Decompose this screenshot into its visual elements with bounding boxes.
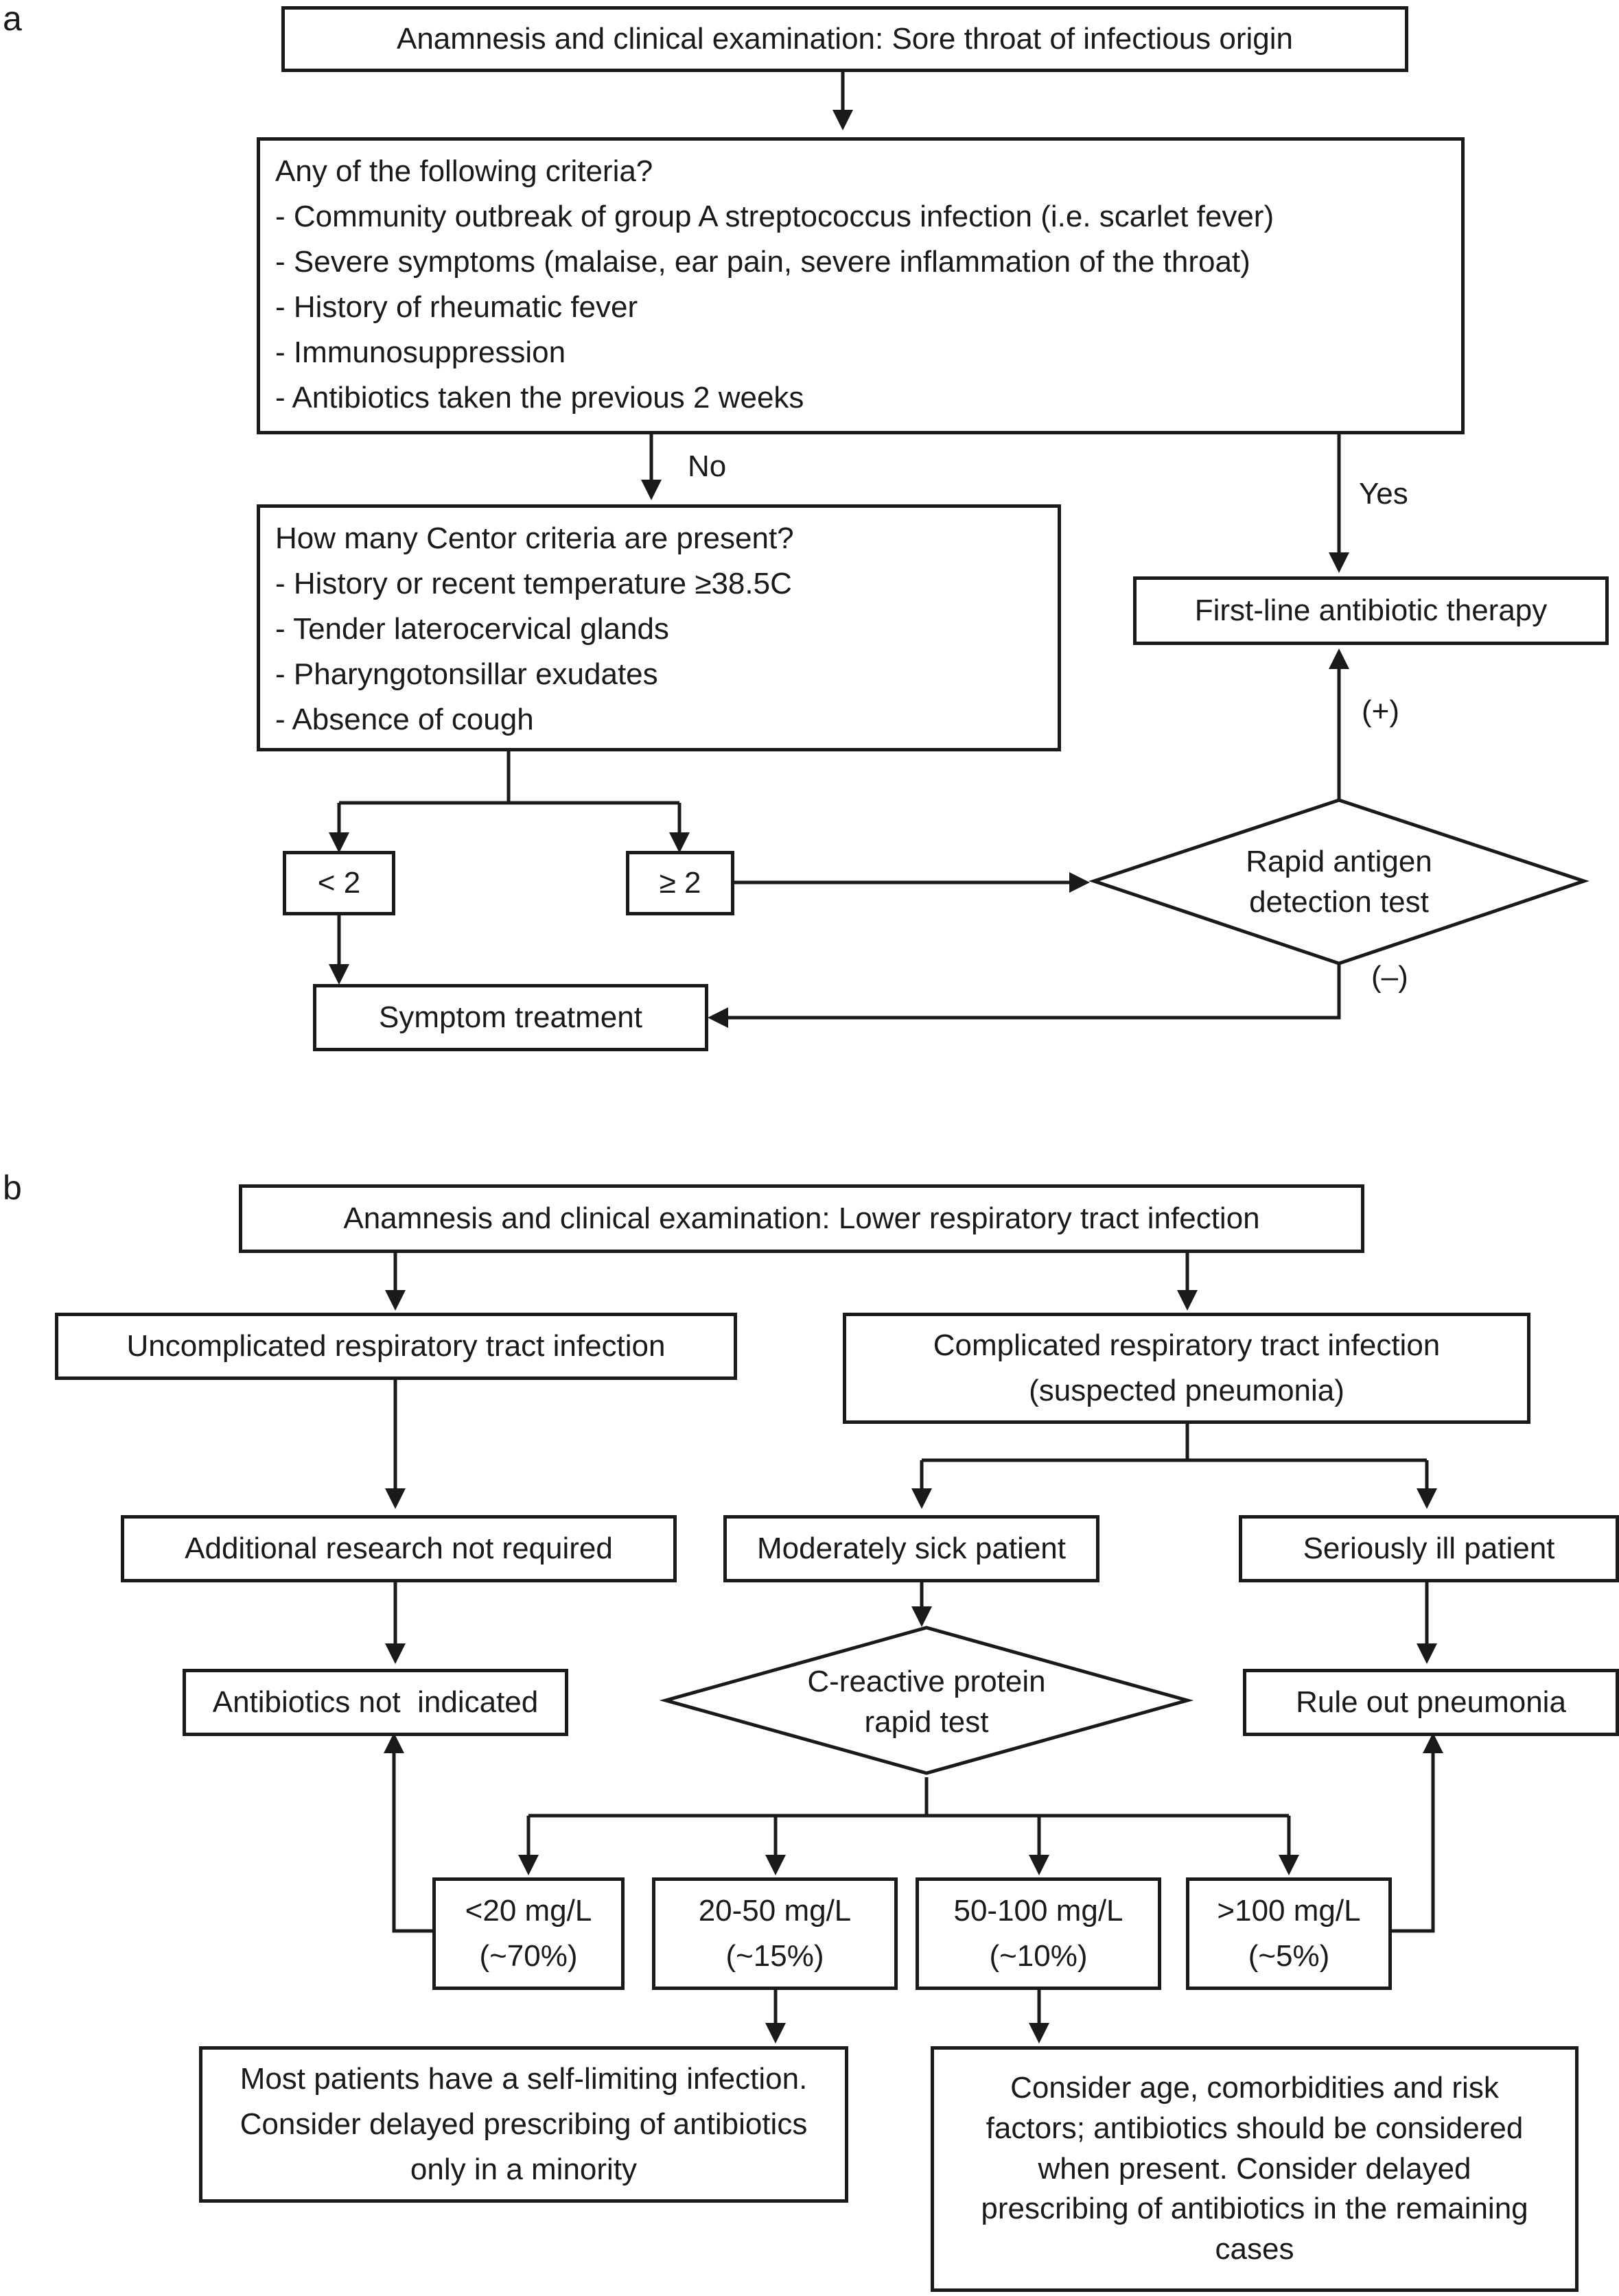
crp-test-diamond — [659, 1626, 1194, 1775]
centor-ge2-node: ≥ 2 — [626, 851, 734, 915]
crp-bin-lt20-node: <20 mg/L (~70%) — [432, 1877, 625, 1990]
rule-out-pneumonia-text: Rule out pneumonia — [1296, 1685, 1566, 1719]
criteria-title: Any of the following criteria? — [275, 154, 653, 188]
criteria-item: - Severe symptoms (malaise, ear pain, se… — [275, 245, 1250, 279]
panel-b-label: b — [3, 1169, 22, 1207]
crp-bin-range: 20-50 mg/L — [698, 1894, 852, 1928]
panel-a-label: a — [3, 0, 22, 38]
centor-lt2-node: < 2 — [283, 851, 395, 915]
crp-bin-share: (~5%) — [1248, 1939, 1330, 1973]
edge-label-yes: Yes — [1359, 477, 1408, 511]
centor-lt2-text: < 2 — [317, 866, 361, 900]
moderately-sick-node: Moderately sick patient — [723, 1515, 1099, 1582]
moderately-sick-text: Moderately sick patient — [757, 1532, 1066, 1565]
start-node-text: Anamnesis and clinical examination: Sore… — [396, 22, 1294, 56]
crp-bin-range: >100 mg/L — [1217, 1894, 1361, 1928]
centor-item: - Tender laterocervical glands — [275, 612, 669, 646]
criteria-node: Any of the following criteria? - Communi… — [257, 137, 1465, 434]
centor-title: How many Centor criteria are present? — [275, 522, 794, 555]
uncomplicated-text: Uncomplicated respiratory tract infectio… — [126, 1329, 666, 1363]
antibiotics-not-indicated-node: Antibiotics not indicated — [183, 1669, 568, 1736]
criteria-item: - Antibiotics taken the previous 2 weeks — [275, 381, 804, 414]
seriously-ill-node: Seriously ill patient — [1239, 1515, 1619, 1582]
centor-item: - History or recent temperature ≥38.5C — [275, 567, 792, 600]
rapid-test-diamond — [1088, 798, 1589, 965]
crp-bin-20-50-node: 20-50 mg/L (~15%) — [652, 1877, 898, 1990]
rapid-test-line: Rapid antigen — [1246, 844, 1432, 878]
criteria-item: - History of rheumatic fever — [275, 290, 638, 324]
crp-bin-share: (~10%) — [989, 1939, 1088, 1973]
edge-label-negative: (–) — [1371, 960, 1408, 994]
first-line-antibiotic-node: First-line antibiotic therapy — [1133, 576, 1609, 645]
crp-bin-share: (~70%) — [479, 1939, 578, 1973]
complicated-line: Complicated respiratory tract infection — [933, 1328, 1441, 1362]
symptom-treatment-node: Symptom treatment — [313, 984, 708, 1051]
arrow-test-negative — [708, 951, 1341, 1028]
additional-research-text: Additional research not required — [185, 1532, 613, 1565]
centor-item: - Pharyngotonsillar exudates — [275, 657, 658, 691]
additional-research-node: Additional research not required — [121, 1515, 677, 1582]
arrow-gt100-to-rule-out — [1392, 1733, 1443, 1933]
start-node-sore-throat: Anamnesis and clinical examination: Sore… — [281, 6, 1408, 72]
rule-out-pneumonia-node: Rule out pneumonia — [1243, 1669, 1619, 1736]
self-limiting-text: Most patients have a self-limiting infec… — [240, 2062, 808, 2186]
edge-label-no: No — [688, 449, 727, 483]
crp-bin-range: <20 mg/L — [465, 1894, 592, 1928]
crp-test-line: rapid test — [864, 1705, 989, 1739]
rapid-test-label: Rapid antigen detection test — [1126, 823, 1552, 940]
consider-age-note-node: Consider age, comorbidities and risk fac… — [931, 2046, 1579, 2292]
crp-bin-gt100-node: >100 mg/L (~5%) — [1186, 1877, 1392, 1990]
crp-test-label: C-reactive protein rapid test — [727, 1654, 1126, 1750]
arrow-lt20-to-not-indicated — [384, 1733, 435, 1933]
crp-test-line: C-reactive protein — [807, 1664, 1046, 1698]
edge-label-positive: (+) — [1362, 694, 1399, 728]
symptom-treatment-text: Symptom treatment — [379, 1000, 642, 1034]
uncomplicated-node: Uncomplicated respiratory tract infectio… — [55, 1313, 737, 1380]
complicated-line: (suspected pneumonia) — [1029, 1374, 1344, 1407]
self-limiting-note-node: Most patients have a self-limiting infec… — [199, 2046, 848, 2203]
crp-bin-range: 50-100 mg/L — [953, 1894, 1123, 1928]
rapid-test-line: detection test — [1249, 885, 1429, 919]
crp-bin-share: (~15%) — [725, 1939, 824, 1973]
centor-ge2-text: ≥ 2 — [659, 866, 701, 900]
centor-item: - Absence of cough — [275, 703, 534, 736]
crp-bin-50-100-node: 50-100 mg/L (~10%) — [916, 1877, 1161, 1990]
antibiotics-not-indicated-text: Antibiotics not indicated — [212, 1685, 539, 1719]
criteria-item: - Community outbreak of group A streptoc… — [275, 200, 1274, 233]
first-line-text: First-line antibiotic therapy — [1194, 594, 1548, 627]
complicated-node: Complicated respiratory tract infection … — [843, 1313, 1530, 1424]
consider-age-text: Consider age, comorbidities and risk fac… — [981, 2070, 1528, 2266]
centor-criteria-node: How many Centor criteria are present? - … — [257, 504, 1061, 751]
criteria-item: - Immunosuppression — [275, 336, 566, 369]
start-node-lower-respiratory: Anamnesis and clinical examination: Lowe… — [239, 1184, 1364, 1253]
seriously-ill-text: Seriously ill patient — [1303, 1532, 1555, 1565]
start-node-b-text: Anamnesis and clinical examination: Lowe… — [343, 1202, 1260, 1235]
